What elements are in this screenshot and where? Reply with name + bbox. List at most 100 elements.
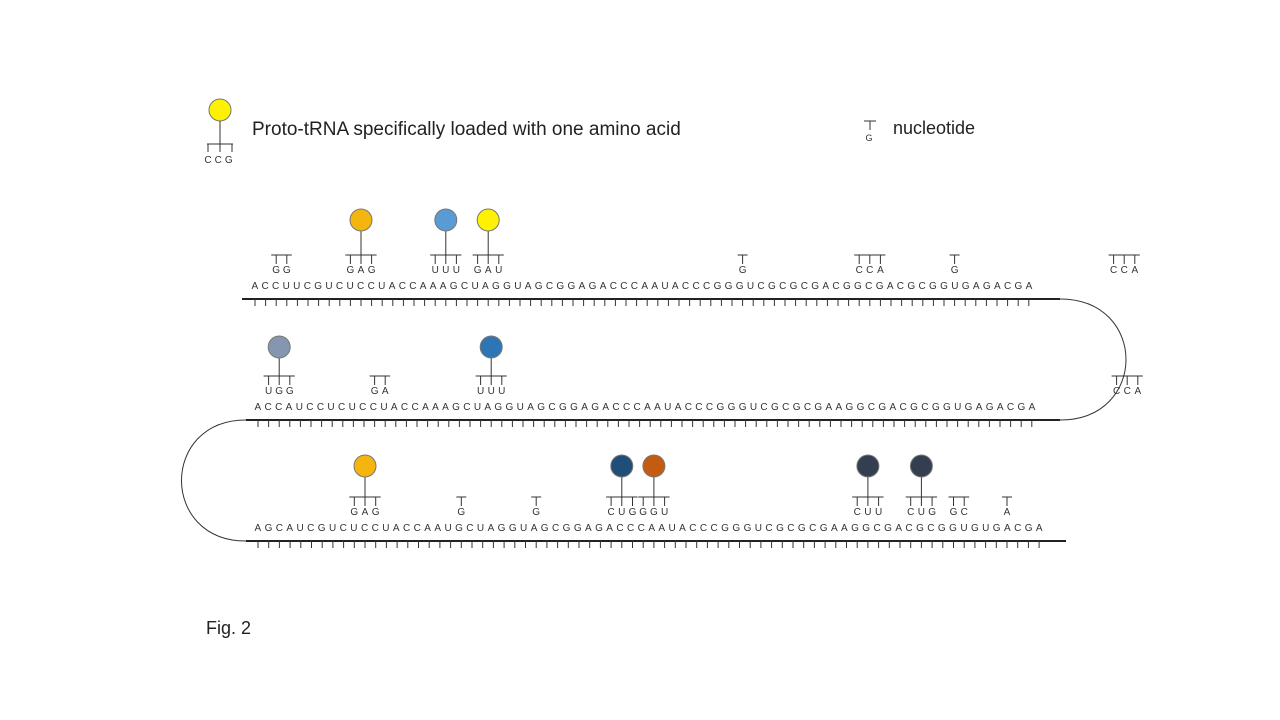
amino-acid-ball — [642, 454, 666, 478]
bound-base: C — [866, 265, 873, 276]
bound-base: C — [1113, 386, 1120, 397]
legend-trna-symbol: CCG — [204, 98, 235, 166]
bound-base: C — [1121, 265, 1128, 276]
amino-acid-ball — [353, 454, 377, 478]
bound-base: U — [875, 507, 882, 518]
amino-acid-ball — [479, 335, 503, 359]
bound-base: U — [477, 386, 484, 397]
bound-base: G — [650, 507, 658, 518]
bound-base: G — [286, 386, 294, 397]
bound-base: G — [474, 265, 482, 276]
strand-sequence: ACCAUCCUCUCCUACCAAAGCUAGGUAGCGGAGACCCAAU… — [255, 402, 1036, 413]
bound-base: C — [1124, 386, 1131, 397]
left-loop-connector — [181, 419, 247, 542]
bound-base: G — [629, 507, 637, 518]
bound-base: U — [495, 265, 502, 276]
bound-base: A — [1004, 507, 1011, 518]
amino-acid-ball — [476, 208, 500, 232]
bound-base: A — [358, 265, 365, 276]
bound-base: U — [488, 386, 495, 397]
bound-base: G — [928, 507, 936, 518]
bound-base: A — [382, 386, 389, 397]
legend-trna-anticodon: CCG — [204, 155, 235, 166]
bound-base: C — [907, 507, 914, 518]
bound-base: U — [864, 507, 871, 518]
bound-base: U — [661, 507, 668, 518]
legend-trna-label: Proto-tRNA specifically loaded with one … — [252, 119, 681, 140]
legend-nucleotide-symbol: G — [864, 120, 876, 143]
bound-base: G — [283, 265, 291, 276]
strands: ACCUUCGUCUCCUACCAAAGCUAGGUAGCGGAGACCCAAU… — [242, 208, 1143, 548]
bound-base: C — [1110, 265, 1117, 276]
bound-base: U — [618, 507, 625, 518]
bound-base: U — [918, 507, 925, 518]
legend-amino-acid-ball — [208, 98, 232, 122]
bound-base: G — [950, 507, 958, 518]
bound-base: U — [498, 386, 505, 397]
strand-2: ACCAUCCUCUCCUACCAAAGCUAGGUAGCGGAGACCCAAU… — [246, 335, 1143, 427]
bound-base: G — [347, 265, 355, 276]
bound-base: C — [854, 507, 861, 518]
strand-connectors — [181, 298, 1127, 542]
bound-nucleotide: G — [531, 496, 542, 518]
bound-base: C — [607, 507, 614, 518]
bound-nucleotide: A — [1002, 496, 1012, 518]
bound-base: G — [368, 265, 376, 276]
strand-sequence: ACCUUCGUCUCCUACCAAAGCUAGGUAGCGGAGACCCAAU… — [252, 281, 1033, 292]
bound-base: U — [453, 265, 460, 276]
amino-acid-ball — [267, 335, 291, 359]
bound-base: G — [457, 507, 465, 518]
bound-base: A — [1131, 265, 1138, 276]
amino-acid-ball — [610, 454, 634, 478]
bound-base: A — [362, 507, 369, 518]
amino-acid-ball — [349, 208, 373, 232]
figure-label: Fig. 2 — [206, 618, 252, 638]
bound-base: U — [442, 265, 449, 276]
strand-sequence: AGCAUCGUCUCCUACCAAUGCUAGGUAGCGGAGACCCAAU… — [255, 523, 1043, 534]
amino-acid-ball — [434, 208, 458, 232]
bound-nucleotide: G — [949, 254, 960, 276]
bound-base: G — [350, 507, 358, 518]
bound-base: G — [275, 386, 283, 397]
bound-base: G — [372, 507, 380, 518]
bound-nucleotide: G — [737, 254, 748, 276]
bound-base: G — [532, 507, 540, 518]
bound-base: C — [856, 265, 863, 276]
strand-1: ACCUUCGUCUCCUACCAAAGCUAGGUAGCGGAGACCCAAU… — [242, 208, 1140, 306]
bound-base: G — [739, 265, 747, 276]
strand-3: AGCAUCGUCUCCUACCAAUGCUAGGUAGCGGAGACCCAAU… — [246, 454, 1066, 548]
bound-base: U — [265, 386, 272, 397]
legend-nucleotide-label: nucleotide — [893, 118, 976, 138]
bound-base: G — [639, 507, 647, 518]
bound-base: A — [485, 265, 492, 276]
bound-base: G — [272, 265, 280, 276]
bound-base: G — [371, 386, 379, 397]
bound-base: C — [961, 507, 968, 518]
bound-base: G — [951, 265, 959, 276]
amino-acid-ball — [909, 454, 933, 478]
bound-base: A — [877, 265, 884, 276]
bound-base: U — [432, 265, 439, 276]
bound-nucleotide: G — [456, 496, 467, 518]
legend-nucleotide-base: G — [865, 133, 872, 143]
amino-acid-ball — [856, 454, 880, 478]
bound-base: A — [1134, 386, 1141, 397]
right-loop-connector — [1059, 298, 1127, 421]
